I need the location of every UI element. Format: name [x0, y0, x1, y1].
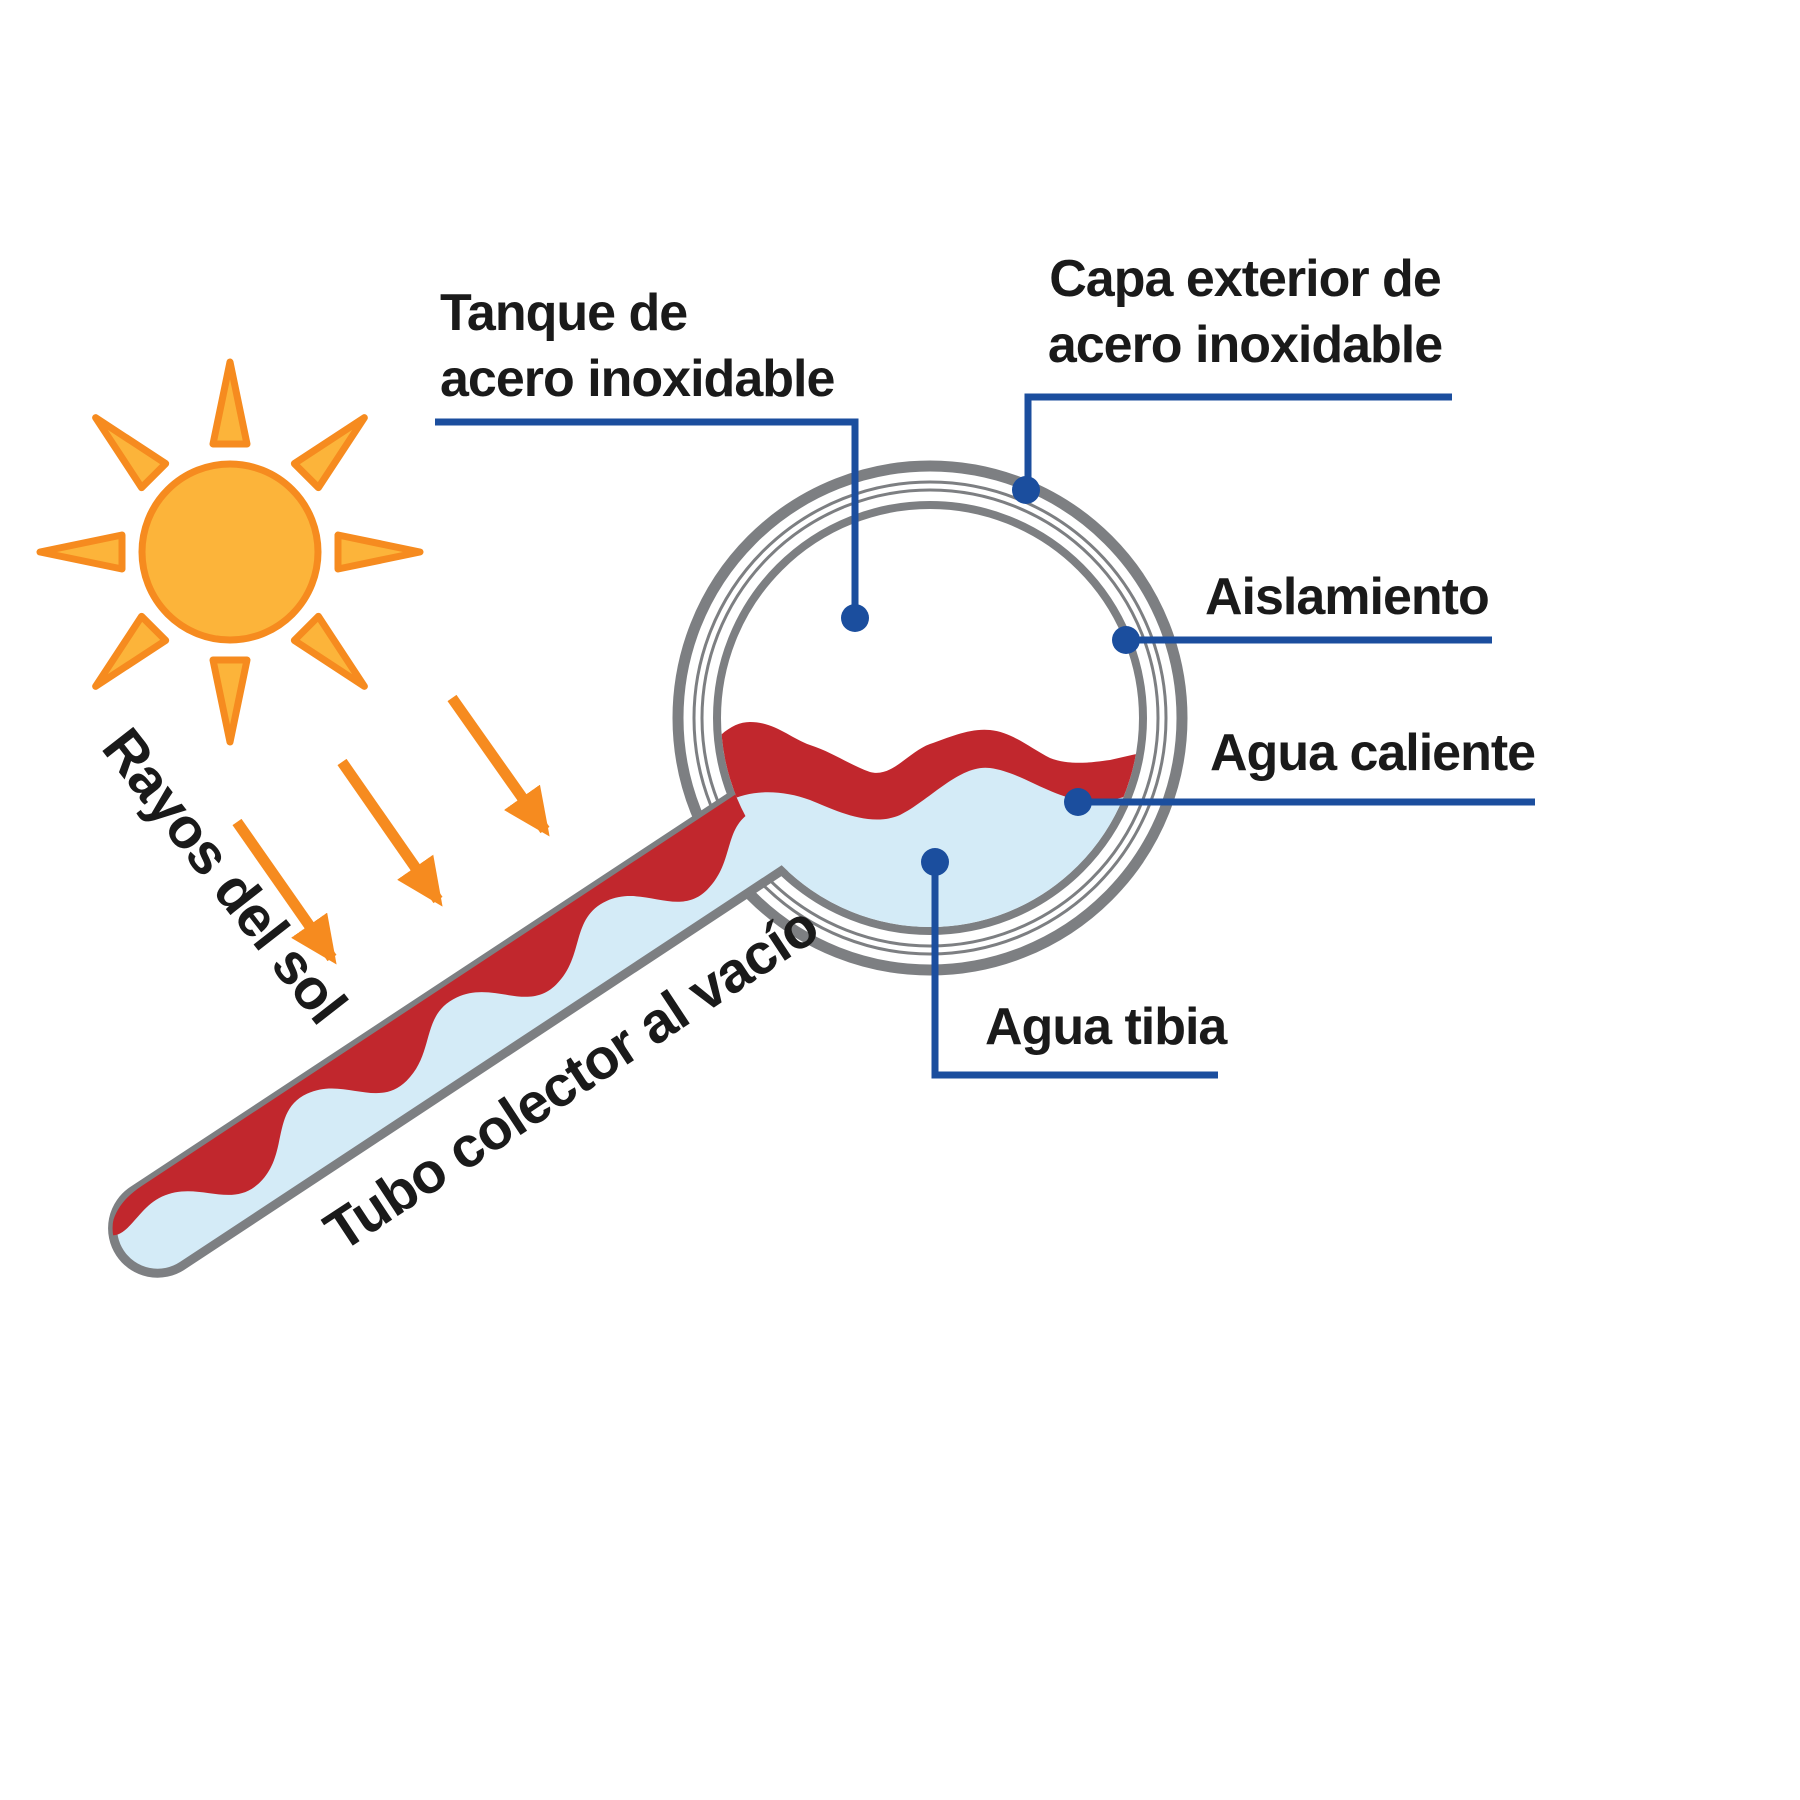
sun-ray-arrow — [447, 694, 550, 837]
warm-water-callout: Agua tibia — [921, 848, 1229, 1079]
outer-layer-callout-dot — [1012, 476, 1040, 504]
tank-label-line1: Tanque de — [440, 284, 687, 342]
tank-insulation-ring-2 — [700, 488, 1160, 948]
sun-icon — [36, 358, 424, 746]
hot-water-callout-dot — [1064, 788, 1092, 816]
sun-ray-arrow — [337, 758, 443, 907]
tank-callout-dot — [841, 604, 869, 632]
sun-ray-spike — [209, 656, 251, 746]
tank-callout: Tanque de acero inoxidable — [435, 284, 869, 632]
sun-ray-spike — [92, 414, 170, 492]
tank-insulation-ring-1 — [692, 480, 1168, 956]
sun-ray-spike — [290, 414, 368, 492]
sun-disk — [138, 460, 322, 644]
outer-layer-callout-line — [1024, 393, 1452, 486]
sun-ray-spike — [290, 612, 368, 690]
sun-rays-label: Rayos del sol — [90, 717, 359, 1036]
sun-ray-spike — [334, 531, 424, 573]
warm-water-callout-dot — [921, 848, 949, 876]
collector-tube-hot-water — [110, 742, 855, 1236]
tank-label-line2: acero inoxidable — [440, 350, 834, 408]
insulation-callout-dot — [1112, 626, 1140, 654]
warm-water-callout-line — [931, 862, 1218, 1079]
hot-water-callout: Agua caliente — [1064, 724, 1536, 816]
sun-rays-arrows — [232, 694, 550, 965]
sun-ray-arrow — [232, 818, 337, 965]
insulation-label: Aislamiento — [1205, 568, 1489, 626]
sun-ray-spike — [36, 531, 126, 573]
hot-water-label: Agua caliente — [1210, 724, 1535, 782]
outer-layer-label-line2: acero inoxidable — [1048, 316, 1442, 374]
hot-water-region — [721, 722, 1139, 830]
insulation-callout: Aislamiento — [1112, 568, 1492, 654]
sun-rays-spikes — [36, 358, 424, 746]
warm-water-label: Agua tibia — [985, 998, 1228, 1056]
outer-layer-callout: Capa exterior de acero inoxidable — [1012, 250, 1452, 504]
sun-ray-spike — [92, 612, 170, 690]
outer-layer-label-line1: Capa exterior de — [1049, 250, 1441, 308]
sun-ray-spike — [209, 358, 251, 448]
tank-callout-line — [435, 418, 859, 618]
